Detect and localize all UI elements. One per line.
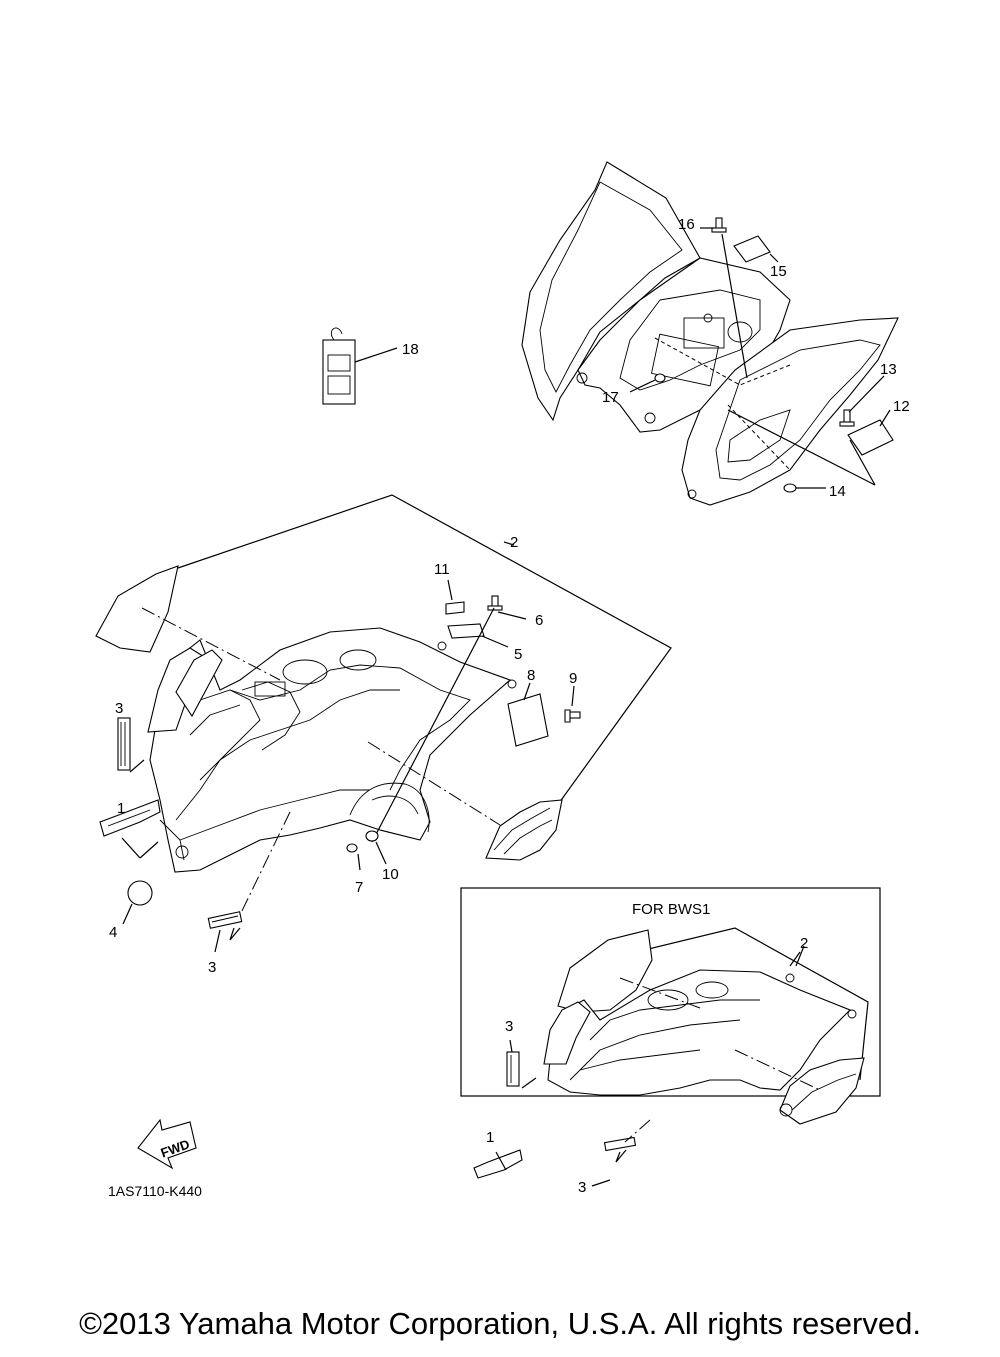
- callout-4: 4: [109, 924, 117, 941]
- callout-7: 7: [355, 879, 363, 896]
- callout-labels: 1 2 3 3 4 5 6 7 8 9 10 11 12 13 14 15 16…: [108, 216, 910, 1199]
- callout-18: 18: [402, 341, 419, 358]
- inset-title: FOR BWS1: [632, 901, 710, 918]
- bws1-inset: [460, 887, 881, 1187]
- fwd-arrow-icon: FWD: [137, 1118, 197, 1170]
- inset-callout-3-top: 3: [505, 1018, 513, 1035]
- callout-16: 16: [678, 216, 695, 233]
- front-fender-assembly: [95, 494, 672, 953]
- callout-2: 2: [510, 534, 518, 551]
- callout-12: 12: [893, 398, 910, 415]
- inset-frame: [460, 887, 881, 1097]
- callout-6: 6: [535, 612, 543, 629]
- callout-10: 10: [382, 866, 399, 883]
- tag-part-18: [322, 327, 398, 405]
- rear-fender-assembly: [521, 161, 899, 506]
- callout-8: 8: [527, 667, 535, 684]
- callout-9: 9: [569, 670, 577, 687]
- callout-15: 15: [770, 263, 787, 280]
- callout-14: 14: [829, 483, 846, 500]
- callout-11: 11: [434, 561, 450, 578]
- callout-13: 13: [880, 361, 897, 378]
- callout-5: 5: [514, 646, 522, 663]
- callout-17: 17: [602, 389, 619, 406]
- copyright-notice: ©2013 Yamaha Motor Corporation, U.S.A. A…: [79, 1306, 921, 1341]
- inset-callout-3-bottom: 3: [578, 1179, 586, 1196]
- drawing-code: 1AS7110-K440: [108, 1183, 202, 1199]
- callout-3-bottom: 3: [208, 959, 216, 976]
- callout-1: 1: [117, 800, 125, 817]
- inset-callout-1: 1: [486, 1129, 494, 1146]
- callout-3-top: 3: [115, 700, 123, 717]
- inset-callout-2: 2: [800, 935, 808, 952]
